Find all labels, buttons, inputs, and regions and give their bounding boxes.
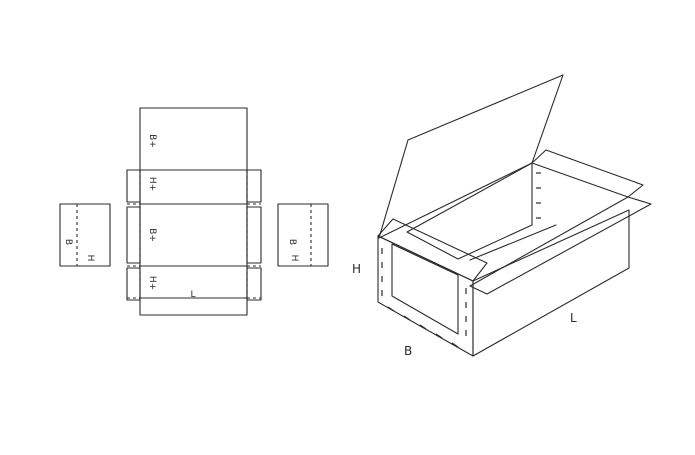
fold-mark bbox=[435, 333, 443, 339]
flap-left-2 bbox=[126, 206, 141, 264]
long-side-wall bbox=[472, 209, 630, 357]
right-end-panel bbox=[277, 203, 329, 267]
flat-layout: B+ H+ B+ H+ L B H B H bbox=[59, 107, 329, 316]
flap-right-1 bbox=[246, 169, 262, 203]
flap-left-3 bbox=[126, 267, 141, 301]
bottom-label: B+ bbox=[147, 228, 157, 242]
left-end-panel bbox=[59, 203, 111, 267]
fold-mark bbox=[451, 342, 459, 348]
flap-right-2 bbox=[246, 206, 262, 264]
inner-floor-edge bbox=[469, 224, 557, 261]
box-width-label: B bbox=[404, 344, 412, 358]
flap-label-1: H+ bbox=[147, 177, 157, 191]
fold-mark bbox=[387, 306, 395, 312]
right-top-flap bbox=[531, 149, 644, 198]
lid-label: B+ bbox=[147, 134, 157, 148]
flap-right-3 bbox=[246, 267, 262, 301]
front-end-panel bbox=[377, 218, 488, 282]
box-length-label: L bbox=[570, 311, 577, 325]
end-inner-window bbox=[391, 243, 459, 335]
inner-back-wall bbox=[406, 162, 533, 260]
box-height-label: H bbox=[352, 262, 361, 276]
box-3d-view: H B L bbox=[352, 74, 652, 358]
flap-label-2: H+ bbox=[147, 276, 157, 290]
right-top-flap-front bbox=[469, 196, 652, 295]
fold-mark bbox=[419, 324, 427, 330]
right-end-h-label: H bbox=[289, 255, 299, 262]
length-label: L bbox=[190, 290, 195, 300]
fold-mark bbox=[403, 315, 411, 321]
base-strip bbox=[139, 297, 248, 316]
left-end-h-label: H bbox=[85, 255, 95, 262]
left-end-b-label: B bbox=[63, 239, 73, 245]
lid bbox=[378, 74, 564, 239]
right-end-b-label: B bbox=[287, 239, 297, 245]
flap-left-1 bbox=[126, 169, 141, 203]
